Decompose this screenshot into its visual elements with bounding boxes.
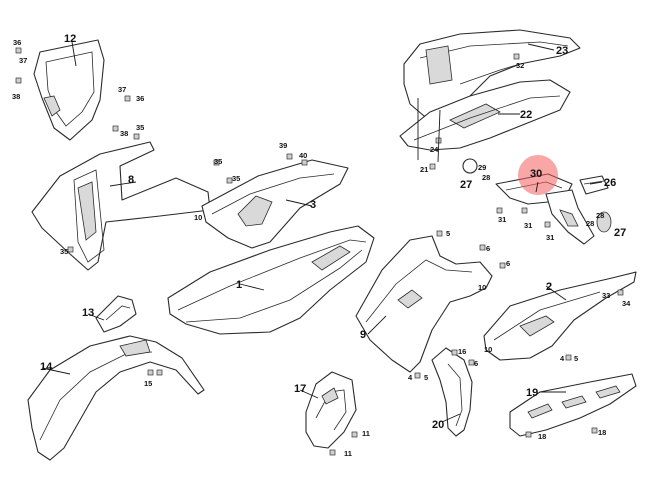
label-28-b: 28 (586, 219, 594, 228)
label-40: 40 (299, 151, 307, 160)
label-8: 8 (128, 174, 134, 186)
label-5-c: 5 (574, 354, 578, 363)
label-27-a: 27 (460, 179, 472, 191)
label-31-a: 31 (498, 215, 506, 224)
label-12: 12 (64, 33, 76, 45)
label-15: 15 (144, 379, 152, 388)
label-36-b: 36 (136, 94, 144, 103)
label-35-c: 35 (214, 157, 222, 166)
label-30: 30 (530, 168, 542, 180)
label-25: 28 (596, 211, 604, 220)
label-19: 19 (526, 387, 538, 399)
part-12-headlight-mask (33, 39, 105, 141)
label-14: 14 (40, 361, 53, 373)
label-4-a: 4 (408, 373, 413, 382)
label-11-b: 11 (344, 449, 352, 458)
label-18-a: 18 (538, 432, 546, 441)
part-number-labels: 12 36 37 38 37 36 35 38 8 35 35 35 10 39… (12, 33, 631, 458)
label-31-b: 31 (524, 221, 532, 230)
part-22-rear-fender-lower (399, 79, 571, 151)
label-28-a: 28 (482, 173, 490, 182)
part-17-disc-guard (305, 371, 357, 449)
label-13: 13 (82, 307, 94, 319)
label-35-b: 35 (60, 247, 68, 256)
label-22: 22 (520, 109, 532, 121)
part-1-seat (167, 225, 375, 335)
part-27-reflector (462, 158, 612, 233)
label-37-a: 37 (19, 56, 27, 65)
label-3: 3 (310, 199, 316, 211)
label-16: 16 (458, 347, 466, 356)
label-32: 32 (516, 61, 524, 70)
label-21: 21 (420, 165, 428, 174)
label-31-c: 31 (546, 233, 554, 242)
label-10-c: 10 (484, 345, 492, 354)
label-35-d: 35 (232, 174, 240, 183)
label-36-a: 36 (13, 38, 21, 47)
label-33: 33 (602, 291, 610, 300)
part-9-radiator-shroud-right (355, 235, 493, 373)
label-5-b: 5 (424, 373, 428, 382)
label-18-b: 18 (598, 428, 606, 437)
label-2: 2 (546, 281, 552, 293)
label-23: 23 (556, 45, 568, 57)
label-26: 26 (604, 177, 616, 189)
label-10-b: 10 (478, 283, 486, 292)
label-9: 9 (360, 329, 366, 341)
label-37-b: 37 (118, 85, 126, 94)
fastener-bolts (15, 47, 624, 456)
part-8-radiator-shroud-left (31, 141, 211, 271)
label-29: 29 (478, 163, 486, 172)
label-1: 1 (236, 279, 242, 291)
part-14-front-fender (27, 335, 205, 461)
label-39: 39 (279, 141, 287, 150)
part-26-plate-holder (579, 175, 609, 195)
label-6-c: 6 (474, 359, 478, 368)
label-27-b: 27 (614, 227, 626, 239)
label-5-a: 5 (446, 229, 450, 238)
label-35-a: 35 (136, 123, 144, 132)
label-11-a: 11 (362, 429, 370, 438)
label-6-a: 6 (486, 244, 490, 253)
part-3-side-panel (201, 159, 349, 249)
label-20: 20 (432, 419, 444, 431)
highlight-marker (518, 155, 558, 195)
label-24: 24 (430, 145, 439, 154)
label-6-b: 6 (506, 259, 510, 268)
part-19-chain-guard (509, 373, 637, 437)
leader-lines (41, 41, 603, 423)
part-20-chain-slider (431, 347, 473, 437)
part-23-rear-fender (403, 29, 581, 117)
part-13-fender-bracket (95, 295, 137, 333)
label-10-a: 10 (194, 213, 202, 222)
label-34: 34 (622, 299, 631, 308)
label-17: 17 (294, 383, 306, 395)
label-38-a: 38 (12, 92, 20, 101)
label-38-b: 38 (120, 129, 128, 138)
label-4-b: 4 (560, 354, 565, 363)
part-2-side-panel-right (483, 271, 637, 361)
